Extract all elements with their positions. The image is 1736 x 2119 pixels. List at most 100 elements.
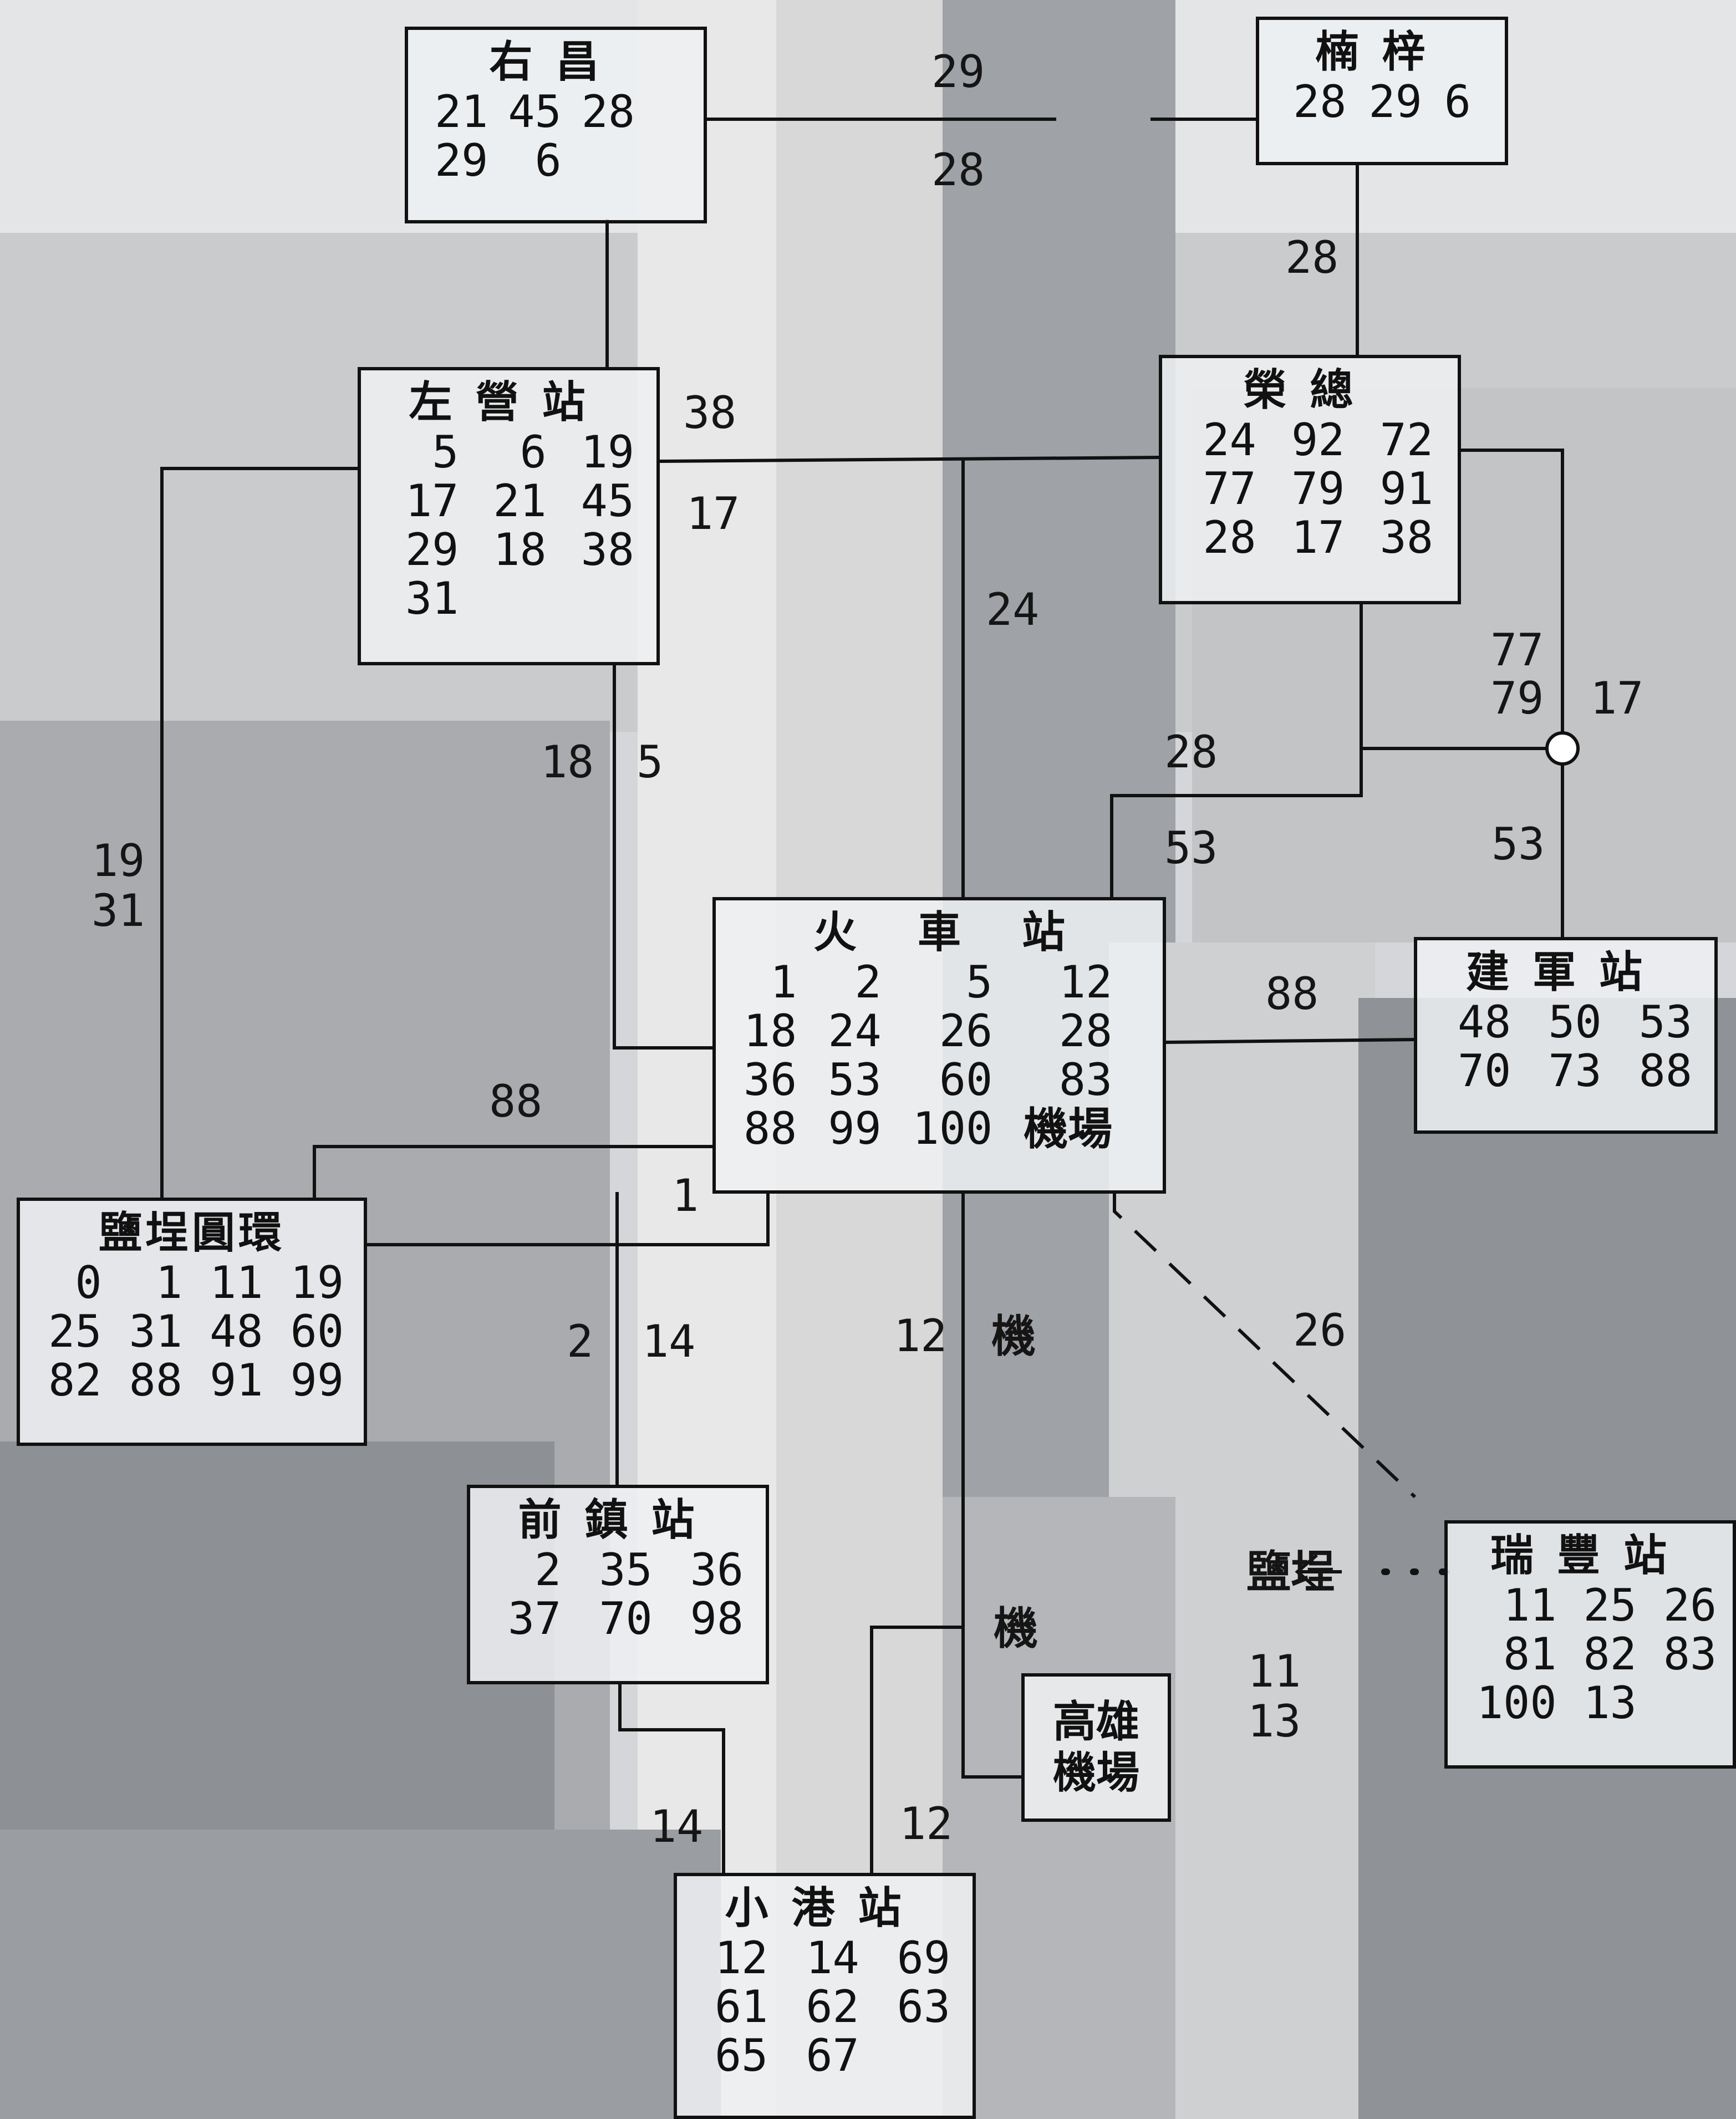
route-number: 13 [1583, 1677, 1637, 1729]
destination-yancheng-label: 鹽埕 [1246, 1546, 1335, 1598]
edge-label: 13 [1248, 1695, 1301, 1747]
station-nanzi[interactable]: 楠梓 28 29 6 [1256, 17, 1508, 165]
edge-label: 14 [650, 1801, 704, 1852]
edge-ronghe-junction [1110, 603, 1363, 898]
station-name: 左營站 [409, 377, 609, 427]
edge-label: 12 [899, 1798, 953, 1850]
edge-label: 53 [1164, 822, 1218, 874]
route-number: 28 [581, 86, 635, 137]
edge-label: 12 [894, 1310, 948, 1362]
route-number: 26 [1663, 1580, 1717, 1631]
station-name: 前鎮站 [518, 1495, 718, 1545]
route-number: 6 [520, 426, 547, 478]
route-number: 79 [1291, 463, 1345, 515]
route-number: 38 [581, 524, 634, 575]
station-ronghe[interactable]: 榮總 24 92 72 77 79 91 28 17 38 [1159, 355, 1461, 604]
route-number: 73 [1548, 1045, 1602, 1097]
station-zuoying[interactable]: 左營站 5 6 19 17 21 45 29 18 38 31 [358, 367, 660, 665]
edge-label: 28 [1164, 726, 1218, 778]
route-number: 11 [1503, 1580, 1557, 1631]
station-name: 小港站 [725, 1883, 925, 1933]
route-number: 18 [744, 1005, 797, 1057]
route-number: 61 [715, 1981, 768, 2033]
edge-train-ruifeng [1113, 1192, 1417, 1499]
edge-label: 24 [986, 584, 1040, 635]
route-number: 69 [897, 1932, 950, 1984]
route-number: 45 [581, 475, 634, 527]
route-number: 91 [210, 1354, 263, 1406]
edge-label: 28 [1285, 232, 1339, 283]
route-number: 11 [210, 1257, 263, 1308]
edge-label: 28 [931, 144, 985, 196]
route-number: 98 [690, 1593, 744, 1644]
edge-airport-xiaogang [870, 1626, 965, 1874]
edge-train-yancheng-88 [313, 1145, 712, 1198]
route-number: 5 [965, 956, 993, 1008]
edge-label: 88 [1265, 968, 1319, 1020]
arrow-left-icon [1295, 1553, 1342, 1590]
route-number: 2 [854, 956, 882, 1008]
edge-train-airport [961, 1192, 1021, 1779]
station-name: 右昌 [489, 37, 623, 87]
route-number: 25 [48, 1306, 102, 1357]
route-number: 1 [155, 1257, 182, 1308]
route-number: 12 [715, 1932, 768, 1984]
edge-label: 5 [637, 736, 664, 788]
route-number: 28 [1058, 1005, 1113, 1057]
route-number: 36 [744, 1054, 797, 1106]
edge-label: 機 [991, 1310, 1036, 1362]
route-number: 81 [1503, 1628, 1557, 1680]
route-number: 82 [1583, 1628, 1637, 1680]
route-number: 12 [1058, 956, 1113, 1008]
route-number: 82 [48, 1354, 102, 1406]
edge-label: 18 [541, 736, 594, 788]
route-number: 100 [1477, 1677, 1557, 1729]
edge-label: 53 [1491, 818, 1545, 870]
route-number: 19 [290, 1257, 344, 1308]
route-number: 99 [290, 1354, 344, 1406]
route-number: 65 [715, 2030, 768, 2081]
route-number: 100 [912, 1103, 993, 1154]
route-number: 92 [1291, 414, 1345, 466]
route-number: 88 [744, 1103, 797, 1154]
route-number: 5 [432, 426, 459, 478]
edge-label: 88 [489, 1076, 543, 1127]
route-number: 1 [770, 956, 797, 1008]
route-number: 24 [828, 1005, 882, 1057]
route-number: 21 [493, 475, 547, 527]
station-youchang[interactable]: 右昌 21 45 28 29 6 [405, 27, 707, 223]
edge-label: 17 [686, 488, 740, 539]
station-ruifeng[interactable]: 瑞豐站 11 25 26 81 82 83 100 13 [1444, 1520, 1736, 1769]
route-number: 31 [129, 1306, 182, 1357]
station-xiaogang[interactable]: 小港站 12 14 69 61 62 63 65 67 [674, 1873, 976, 2119]
route-number: 19 [581, 426, 634, 478]
route-number: 53 [828, 1054, 882, 1106]
route-number: 67 [806, 2030, 859, 2081]
edge-zuoying-ronghe [659, 456, 1159, 463]
edge-train-jianjun [1164, 1038, 1414, 1044]
station-airport[interactable]: 高雄機場 [1021, 1673, 1171, 1822]
route-number: 48 [210, 1306, 263, 1357]
edge-zuoying-train [613, 663, 712, 1050]
route-number: 38 [1379, 512, 1433, 563]
route-number: 28 [1293, 76, 1347, 128]
route-number: 83 [1058, 1054, 1113, 1106]
station-jianjun[interactable]: 建軍站 48 50 53 70 73 88 [1414, 937, 1718, 1134]
station-name: 鹽埕圓環 [98, 1208, 285, 1258]
station-train[interactable]: 火車站 1 2 5 12 18 24 26 28 36 53 60 83 88 … [712, 897, 1166, 1194]
edge-label: 1 [672, 1170, 699, 1221]
route-number: 70 [1458, 1045, 1511, 1097]
station-name: 榮總 [1243, 365, 1377, 415]
route-number: 29 [435, 135, 488, 186]
station-qianzhen[interactable]: 前鎮站 2 35 36 37 70 98 [467, 1485, 769, 1684]
station-yancheng[interactable]: 鹽埕圓環 0 1 11 19 25 31 48 60 82 88 91 99 [17, 1198, 367, 1446]
station-name: 楠梓 [1315, 27, 1449, 77]
route-number: 88 [129, 1354, 182, 1406]
station-name: 瑞豐站 [1490, 1530, 1690, 1581]
route-number: 26 [939, 1005, 993, 1057]
station-name: 高雄機場 [1052, 1697, 1139, 1798]
route-number: 37 [508, 1593, 562, 1644]
route-number: 0 [75, 1257, 102, 1308]
route-number: 29 [405, 524, 459, 575]
